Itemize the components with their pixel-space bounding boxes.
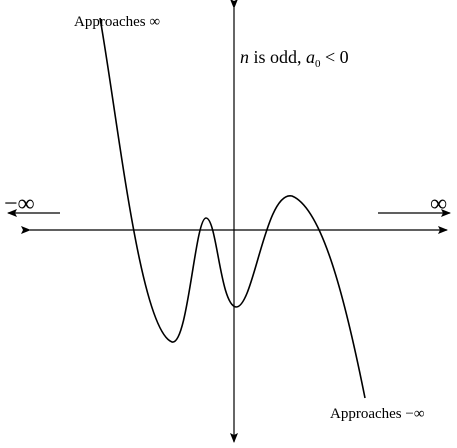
left-infinity-label: −∞ bbox=[4, 191, 35, 217]
condition-n: n bbox=[240, 47, 249, 67]
polynomial-curve bbox=[99, 17, 366, 399]
approaches-negative-infinity-label: Approaches −∞ bbox=[330, 406, 425, 422]
right-infinity-label: ∞ bbox=[430, 191, 447, 217]
approaches-infinity-label: Approaches ∞ bbox=[74, 14, 160, 30]
condition-relation: < 0 bbox=[321, 47, 349, 67]
condition-subscript: 0 bbox=[315, 58, 321, 70]
condition-a: a bbox=[306, 47, 315, 67]
condition-label: n is odd, a0 < 0 bbox=[240, 47, 349, 70]
condition-is-odd: is odd, bbox=[249, 47, 306, 67]
